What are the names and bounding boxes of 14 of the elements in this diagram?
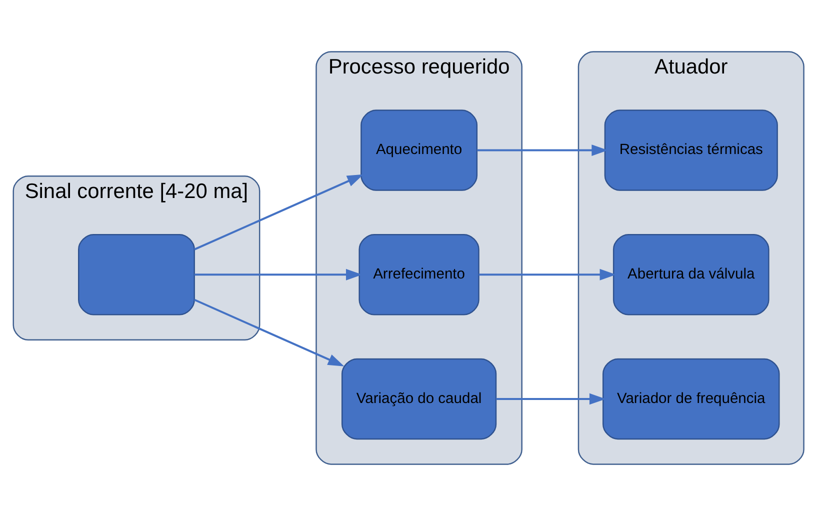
arrow [194, 268, 362, 280]
node-box: Abertura da válvula [612, 233, 770, 315]
node-box: Variador de frequência [602, 358, 780, 440]
arrow [477, 144, 608, 156]
node-box: Resistências térmicas [604, 109, 778, 190]
node-box: Arrefecimento [358, 233, 480, 315]
node-box [78, 233, 195, 315]
node-box: Variação do caudal [341, 358, 497, 440]
arrow [194, 298, 344, 366]
node-box: Aquecimento [360, 109, 478, 190]
arrow [478, 268, 616, 280]
cluster: Sinal corrente [4-20 ma] [12, 175, 260, 340]
arrow [496, 392, 606, 404]
arrow [194, 174, 364, 250]
